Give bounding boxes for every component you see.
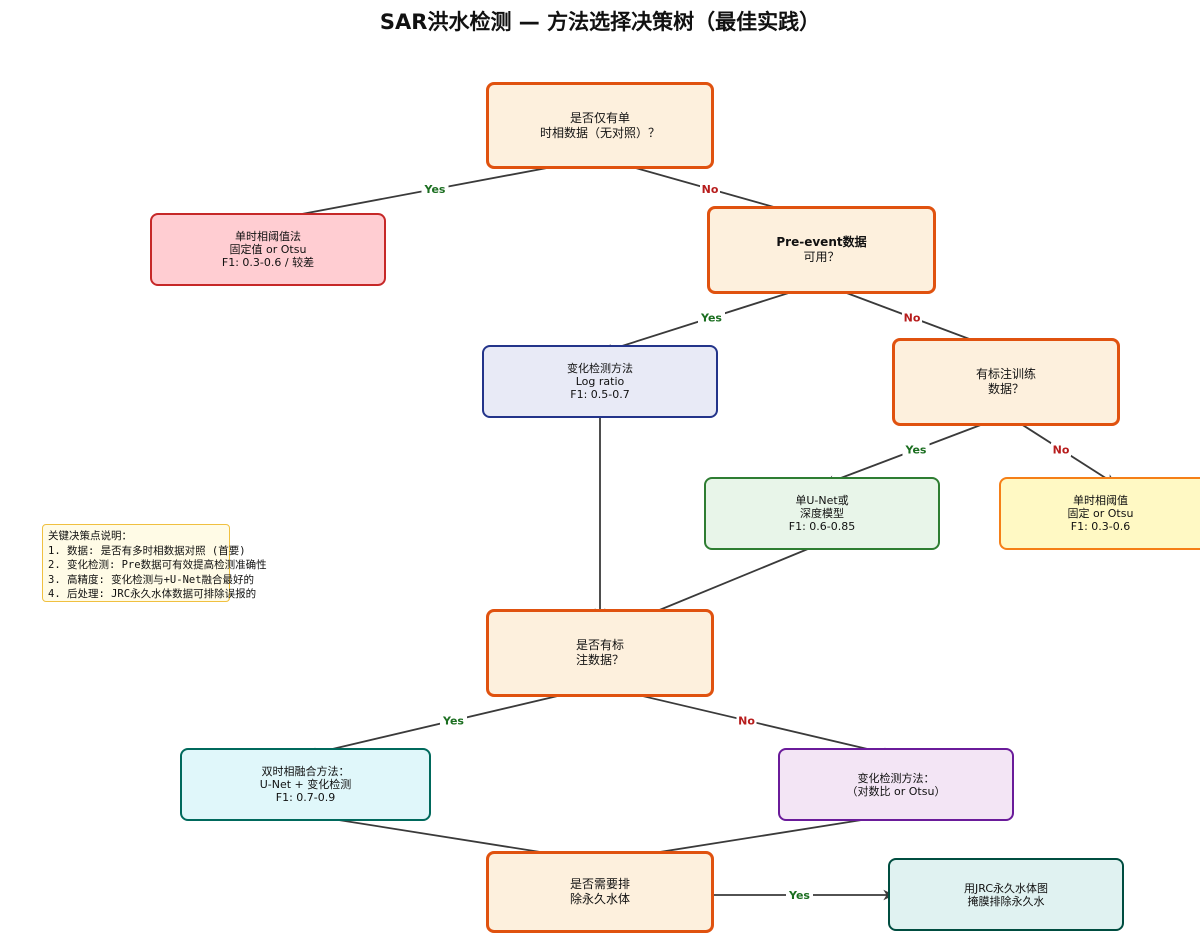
node-text-line: 除永久水体 <box>569 892 630 906</box>
node-text-line: 用JRC永久水体图 <box>963 881 1049 895</box>
edge-label-yes: Yes <box>442 715 464 728</box>
legend-item: 1. 数据: 是否有多时相数据对照 (首要) <box>48 544 246 557</box>
edge-label-background <box>736 713 757 728</box>
node-text-line: F1: 0.5-0.7 <box>570 388 630 401</box>
node-text-line: F1: 0.6-0.85 <box>788 520 856 533</box>
edge-label-background <box>1051 442 1071 457</box>
edge-label-yes: Yes <box>788 889 810 902</box>
node-text-line: 时相数据（无对照）？ <box>539 125 660 140</box>
decision-has-labels: 是否有标注数据？ <box>486 609 714 697</box>
node-text-line: 单时相阈值法 <box>235 230 301 243</box>
node-text-line: Log ratio <box>575 375 625 388</box>
edge-label-background <box>698 310 725 325</box>
node-text-line: 单U-Net或 <box>795 494 849 507</box>
node-text-line: 是否仅有单 <box>569 110 630 125</box>
edge-label-background <box>440 713 467 728</box>
node-text-line: 数据？ <box>987 382 1024 396</box>
diagram-title: SAR洪水检测 — 方法选择决策树（最佳实践） <box>379 10 821 34</box>
node-text-line: U-Net + 变化检测 <box>259 778 352 791</box>
decision-exclude-permanent-water: 是否需要排除永久水体 <box>486 851 714 933</box>
node-text-line: Pre-event数据 <box>776 235 867 249</box>
node-text-line: 注数据？ <box>575 653 624 667</box>
node-text-line: F1: 0.3-0.6 <box>1070 520 1131 533</box>
decision-pre-event-available: Pre-event数据可用？ <box>707 206 936 294</box>
node-text-line: 是否需要排 <box>569 877 630 891</box>
node-text-line: 有标注训练 <box>975 367 1036 381</box>
decision-single-temporal: 是否仅有单时相数据（无对照）？ <box>486 82 714 169</box>
node-text-line: 变化检测方法： <box>857 771 935 785</box>
result-jrc-water-mask: 用JRC永久水体图掩膜排除永久水 <box>888 858 1124 931</box>
key-decision-legend: 关键决策点说明： 1. 数据: 是否有多时相数据对照 (首要) 2. 变化检测:… <box>42 524 267 602</box>
node-text-line: 固定 or Otsu <box>1067 507 1134 520</box>
result-change-detection-otsu: 变化检测方法：（对数比 or Otsu） <box>778 748 1014 821</box>
edge-label-no: No <box>702 183 719 196</box>
node-text-line: 是否有标 <box>575 638 624 652</box>
legend-title: 关键决策点说明： <box>48 530 132 542</box>
edge-label-yes: Yes <box>700 312 722 325</box>
edge-r3-to-q4 <box>639 543 821 620</box>
edge-label-yes: Yes <box>905 444 927 457</box>
node-text-line: 双时相融合方法： <box>261 765 350 778</box>
node-text-line: 可用？ <box>803 250 840 264</box>
node-text-line: 变化检测方法 <box>567 362 633 375</box>
node-text-line: F1: 0.3-0.6 / 较差 <box>221 256 315 269</box>
node-text-line: 单时相阈值 <box>1073 494 1128 507</box>
node-text-line: 深度模型 <box>800 507 844 520</box>
edge-label-no: No <box>1053 444 1070 457</box>
decision-labeled-training-data: 有标注训练数据？ <box>892 338 1120 426</box>
node-text-line: 固定值 or Otsu <box>229 243 307 256</box>
edge-label-background <box>902 442 930 457</box>
legend-item: 3. 高精度: 变化检测与+U-Net融合最好的 <box>48 573 255 586</box>
legend-item: 4. 后处理: JRC永久水体数据可排除误报的 <box>48 588 257 600</box>
edge-label-background <box>786 888 813 902</box>
edge-label-background <box>700 182 720 196</box>
node-text-line: 掩膜排除永久水 <box>967 894 1045 908</box>
legend-item: 2. 变化检测: Pre数据可有效提高检测准确性 <box>48 559 267 571</box>
edge-label-yes: Yes <box>424 183 446 196</box>
edge-label-background <box>421 182 449 196</box>
edge-label-no: No <box>904 312 921 325</box>
edge-label-no: No <box>738 715 755 728</box>
node-text-line: （对数比 or Otsu） <box>846 784 946 798</box>
node-text-line: F1: 0.7-0.9 <box>275 791 336 804</box>
edge-label-background <box>902 310 922 325</box>
